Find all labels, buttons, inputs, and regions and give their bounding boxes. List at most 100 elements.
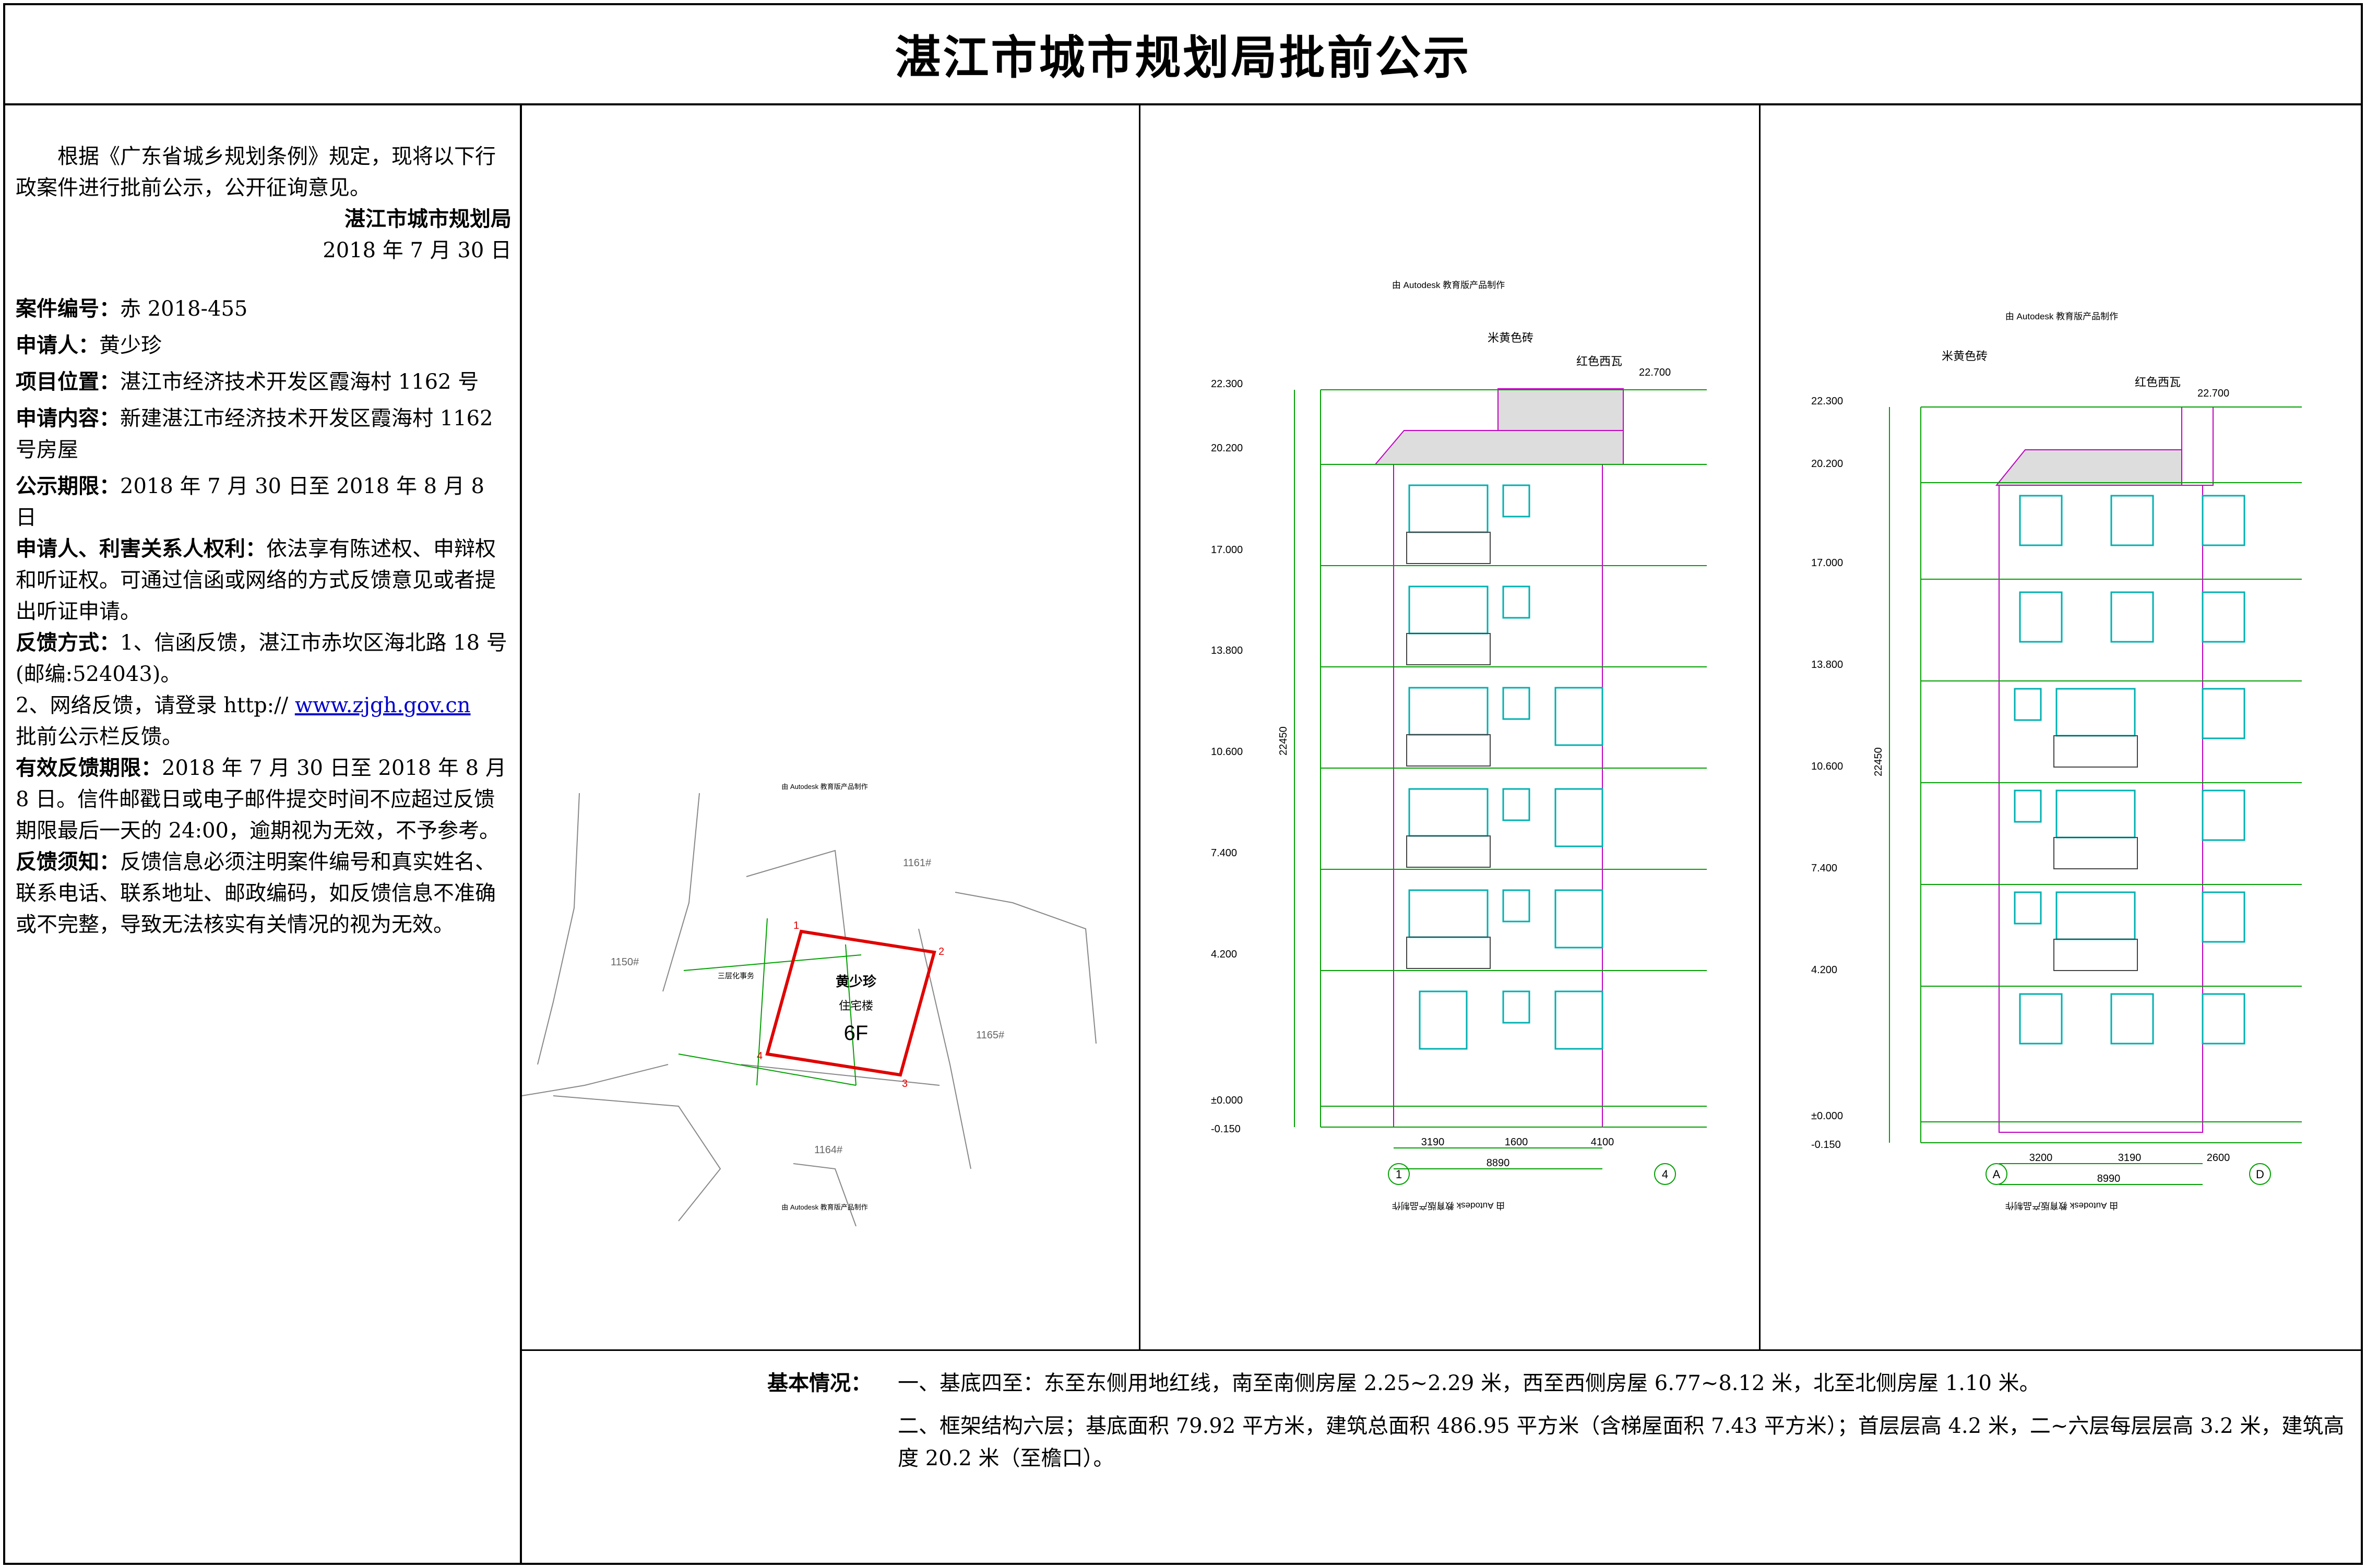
elev1-dim-1: 1600 bbox=[1505, 1136, 1528, 1148]
drawings-bottom-divider bbox=[520, 1349, 2363, 1351]
feedback-link[interactable]: www.zjgh.gov.cn bbox=[294, 693, 471, 717]
period-row: 公示期限：2018 年 7 月 30 日至 2018 年 8 月 8 日 bbox=[16, 471, 512, 533]
elev1-level-2: 17.000 bbox=[1211, 544, 1243, 556]
elev2-level-5: 7.400 bbox=[1811, 863, 1837, 874]
period-label: 公示期限： bbox=[16, 474, 120, 498]
elev1-watermark-bottom: 由 Autodesk 教育版产品制作 bbox=[1392, 1201, 1505, 1211]
basic-info-line-2: 二、框架结构六层；基底面积 79.92 平方米，建筑总面积 486.95 平方米… bbox=[898, 1414, 2345, 1470]
site-watermark-bottom: 由 Autodesk 教育版产品制作 bbox=[781, 1203, 867, 1211]
elev2-dim-0: 3200 bbox=[2029, 1152, 2053, 1164]
rights-label: 申请人、利害关系人权利： bbox=[16, 536, 266, 561]
elev1-material-brick: 米黄色砖 bbox=[1488, 331, 1533, 344]
title-divider bbox=[3, 103, 2363, 105]
elev1-level-8: -0.150 bbox=[1211, 1123, 1241, 1135]
notice-row: 反馈须知：反馈信息必须注明案件编号和真实姓名、联系电话、联系地址、邮政编码，如反… bbox=[16, 846, 512, 940]
elev2-level-2: 17.000 bbox=[1811, 557, 1843, 569]
feedback-label: 反馈方式： bbox=[16, 630, 120, 655]
feedback-web-post: 批前公示栏反馈。 bbox=[16, 725, 183, 749]
content-row: 申请内容：新建湛江市经济技术开发区霞海村 1162 号房屋 bbox=[16, 403, 512, 465]
elev1-axis-b: 4 bbox=[1662, 1168, 1668, 1181]
notice-frame bbox=[3, 3, 2363, 1565]
site-boundary bbox=[765, 929, 936, 1077]
elev2-total: 8990 bbox=[2097, 1173, 2121, 1184]
location: 湛江市经济技术开发区霞海村 1162 号 bbox=[120, 370, 479, 394]
lot-a: 1150# bbox=[611, 956, 639, 968]
elev1-level-3: 13.800 bbox=[1211, 645, 1243, 656]
rights: 依法享有陈述权、申辩权和听证权。可通过信函或网络的方式反馈意见或者提出听证申请。 bbox=[16, 537, 496, 624]
elev1-level-4: 10.600 bbox=[1211, 746, 1243, 758]
rights-row: 申请人、利害关系人权利：依法享有陈述权、申辩权和听证权。可通过信函或网络的方式反… bbox=[16, 533, 512, 627]
elev1-dim-2: 4100 bbox=[1591, 1136, 1614, 1148]
use-label: 住宅楼 bbox=[839, 999, 873, 1012]
elev2-facade bbox=[1889, 406, 2302, 1185]
site-watermark: 由 Autodesk 教育版产品制作 bbox=[781, 783, 867, 791]
feedback-mail: 1、信函反馈，湛江市赤坎区海北路 18 号(邮编:524043)。 bbox=[16, 631, 507, 686]
elev1-level-5: 7.400 bbox=[1211, 847, 1237, 859]
elevation-2: 由 Autodesk 教育版产品制作 米黄色砖 红色西瓦 22.700 bbox=[1811, 312, 2302, 1211]
elev2-dim-1: 3190 bbox=[2118, 1152, 2142, 1164]
applicant-row: 申请人：黄少珍 bbox=[16, 330, 512, 361]
valid-period: 2018 年 7 月 30 日至 2018 年 8 月 8 日。信件邮戳日或电子… bbox=[16, 756, 506, 843]
elev1-top-level: 22.700 bbox=[1639, 367, 1671, 378]
period: 2018 年 7 月 30 日至 2018 年 8 月 8 日 bbox=[16, 474, 484, 530]
neighbor-note: 三层化事务 bbox=[718, 972, 754, 980]
elev1-total: 8890 bbox=[1487, 1157, 1510, 1169]
elev2-watermark-bottom: 由 Autodesk 教育版产品制作 bbox=[2005, 1201, 2118, 1211]
elevation-1: 由 Autodesk 教育版产品制作 米黄色砖 红色西瓦 22.700 bbox=[1211, 280, 1707, 1211]
elev2-watermark: 由 Autodesk 教育版产品制作 bbox=[2005, 312, 2118, 321]
valid-row: 有效反馈期限：2018 年 7 月 30 日至 2018 年 8 月 8 日。信… bbox=[16, 752, 512, 846]
owner-label: 黄少珍 bbox=[836, 974, 877, 989]
case-number: 赤 2018-455 bbox=[120, 297, 248, 321]
corner-3: 3 bbox=[902, 1078, 908, 1090]
intro-text: 根据《广东省城乡规划条例》规定，现将以下行政案件进行批前公示，公开征询意见。 bbox=[16, 145, 496, 200]
elev1-level-1: 20.200 bbox=[1211, 442, 1243, 454]
elev2-axis-b-circle bbox=[2249, 1163, 2271, 1185]
elev1-axis-b-circle bbox=[1654, 1163, 1676, 1185]
site-plan: 由 Autodesk 教育版产品制作 黄少珍 住宅楼 6F 三层化事务 1150… bbox=[522, 783, 1097, 1227]
location-row: 项目位置：湛江市经济技术开发区霞海村 1162 号 bbox=[16, 366, 512, 398]
left-column-divider bbox=[520, 103, 522, 1565]
elev1-material-tile: 红色西瓦 bbox=[1576, 355, 1622, 368]
applicant-label: 申请人： bbox=[16, 333, 99, 357]
elev1-axis-a-circle bbox=[1388, 1163, 1410, 1185]
valid-label: 有效反馈期限： bbox=[16, 756, 162, 780]
lot-d: 1164# bbox=[814, 1144, 843, 1156]
corner-2: 2 bbox=[938, 946, 944, 957]
elev2-material-tile: 红色西瓦 bbox=[2135, 376, 2181, 389]
elev2-top-level: 22.700 bbox=[2197, 388, 2229, 399]
basic-info-label: 基本情况： bbox=[767, 1371, 872, 1395]
notice-text: 根据《广东省城乡规划条例》规定，现将以下行政案件进行批前公示，公开征询意见。 湛… bbox=[16, 141, 512, 940]
elev1-dim-0: 3190 bbox=[1421, 1136, 1445, 1148]
elev1-level-7: ±0.000 bbox=[1211, 1095, 1243, 1106]
elev2-level-3: 13.800 bbox=[1811, 659, 1843, 671]
elev2-height-total: 22450 bbox=[1873, 747, 1884, 776]
elev2-material-brick: 米黄色砖 bbox=[1942, 350, 1988, 363]
elev2-axis-b: D bbox=[2256, 1168, 2264, 1181]
corner-1: 1 bbox=[793, 920, 799, 931]
elev1-level-6: 4.200 bbox=[1211, 949, 1237, 960]
elev2-level-4: 10.600 bbox=[1811, 761, 1843, 772]
elev2-level-8: -0.150 bbox=[1811, 1139, 1841, 1151]
notice-label: 反馈须知： bbox=[16, 849, 120, 874]
elev2-axis-a: A bbox=[1993, 1168, 2001, 1181]
elev2-level-1: 20.200 bbox=[1811, 458, 1843, 470]
drawing-divider-1 bbox=[1139, 103, 1140, 1350]
elev1-level-0: 22.300 bbox=[1211, 378, 1243, 390]
lot-c: 1165# bbox=[976, 1030, 1005, 1041]
elev1-height-total: 22450 bbox=[1278, 726, 1289, 756]
issue-date: 2018 年 7 月 30 日 bbox=[323, 238, 512, 262]
case-number-label: 案件编号： bbox=[16, 296, 120, 321]
floors-label: 6F bbox=[844, 1022, 869, 1045]
content-label: 申请内容： bbox=[16, 406, 120, 430]
issuer: 湛江市城市规划局 bbox=[344, 207, 512, 231]
lot-b: 1161# bbox=[903, 857, 932, 869]
feedback-web-row: 2、网络反馈，请登录 http:// www.zjgh.gov.cn 批前公示栏反… bbox=[16, 690, 512, 752]
elev1-axis-a: 1 bbox=[1396, 1168, 1402, 1181]
elev1-watermark: 由 Autodesk 教育版产品制作 bbox=[1392, 280, 1505, 290]
feedback-web-text: 2、网络反馈，请登录 http:// bbox=[16, 693, 289, 717]
elev2-level-7: ±0.000 bbox=[1811, 1110, 1843, 1122]
case-number-row: 案件编号：赤 2018-455 bbox=[16, 293, 512, 325]
elev2-axis-a-circle bbox=[1985, 1163, 2007, 1185]
elev1-facade bbox=[1294, 388, 1707, 1169]
page-title: 湛江市城市规划局批前公示 bbox=[895, 30, 1471, 85]
